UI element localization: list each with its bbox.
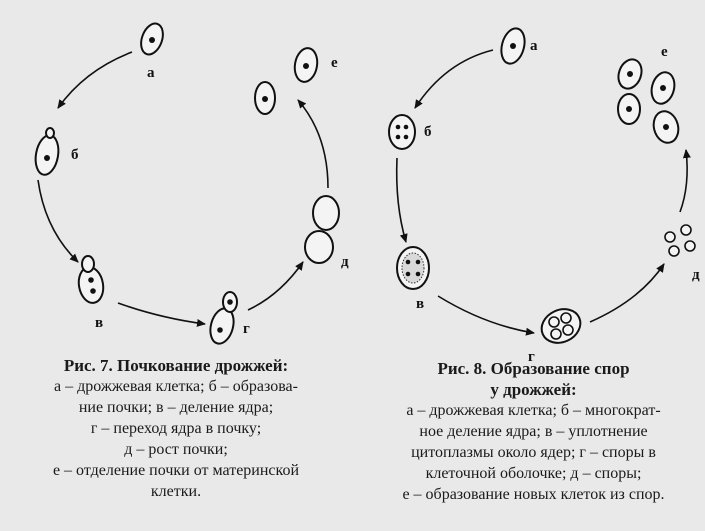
fig8-spores-d bbox=[664, 224, 696, 257]
fig8-caption-line: е – образование новых клеток из спор. bbox=[402, 486, 665, 503]
fig7-cell-d bbox=[304, 195, 340, 264]
fig8-arrow-v-g bbox=[437, 295, 535, 336]
fig8-caption: Рис. 8. Образование спор у дрожжей: а – … bbox=[362, 358, 705, 505]
fig7-label-a: а bbox=[147, 65, 155, 81]
fig7-caption-line: ние почки; в – деление ядра; bbox=[78, 399, 274, 416]
fig8-arrow-d-e bbox=[679, 149, 691, 213]
fig8-label-a: а bbox=[530, 38, 538, 54]
fig8-caption-line: цитоплазмы около ядер; г – споры в bbox=[411, 444, 656, 461]
fig8-cell-b bbox=[388, 114, 416, 150]
fig7-caption-title: Рис. 7. Почкование дрожжей: bbox=[63, 356, 289, 375]
fig7-arrow-b-v bbox=[37, 179, 79, 263]
fig8-label-d: д bbox=[692, 267, 700, 283]
fig8-caption-line: ное деление ядра; в – уплотнение bbox=[419, 423, 648, 440]
fig8-arrow-b-v bbox=[395, 157, 408, 243]
fig8-cell-g bbox=[540, 308, 582, 344]
fig7-cell-e bbox=[254, 47, 319, 115]
fig7-cell-b bbox=[34, 127, 60, 176]
fig7-budding-cycle: а б в г д е bbox=[34, 22, 349, 345]
fig7-caption-line: а – дрожжевая клетка; б – образова- bbox=[54, 378, 298, 395]
fig8-cell-a bbox=[500, 27, 526, 65]
fig7-caption-line: д – рост почки; bbox=[124, 441, 228, 458]
fig7-label-v: в bbox=[95, 315, 103, 331]
fig8-caption-title-2: у дрожжей: bbox=[490, 380, 577, 399]
fig8-label-v: в bbox=[416, 296, 424, 312]
fig7-arrow-d-e bbox=[297, 99, 329, 189]
fig8-arrow-a-b bbox=[414, 49, 494, 109]
fig7-arrow-g-d bbox=[247, 261, 304, 311]
fig7-label-e: е bbox=[331, 55, 338, 71]
fig8-arrow-g-d bbox=[589, 263, 665, 323]
fig7-caption: Рис. 7. Почкование дрожжей: а – дрожжева… bbox=[0, 355, 352, 502]
fig8-label-b: б bbox=[424, 124, 432, 140]
fig7-caption-line: е – отделение почки от материнской bbox=[52, 462, 300, 479]
fig7-arrow-v-g bbox=[117, 302, 206, 327]
fig8-caption-title: Рис. 8. Образование спор bbox=[437, 359, 630, 378]
fig7-arrow-a-b bbox=[57, 51, 133, 109]
fig7-label-b: б bbox=[71, 147, 79, 163]
fig7-caption-line: г – переход ядра в почку; bbox=[90, 420, 262, 437]
fig7-label-g: г bbox=[243, 321, 250, 337]
fig8-caption-line: а – дрожжевая клетка; б – многократ- bbox=[406, 402, 661, 419]
fig7-caption-line: клетки. bbox=[150, 483, 202, 500]
fig8-caption-line: клеточной оболочке; д – споры; bbox=[425, 465, 642, 482]
fig7-label-d: д bbox=[341, 254, 349, 270]
fig7-cell-v bbox=[77, 255, 105, 304]
fig8-label-e: е bbox=[661, 44, 668, 60]
fig7-cell-g bbox=[209, 291, 238, 345]
fig8-cell-v bbox=[396, 246, 430, 290]
fig8-cells-e bbox=[617, 58, 680, 144]
fig8-label-g: г bbox=[528, 349, 535, 365]
fig7-cell-a bbox=[140, 22, 164, 56]
fig8-spore-cycle: а б в г д е bbox=[388, 27, 700, 365]
